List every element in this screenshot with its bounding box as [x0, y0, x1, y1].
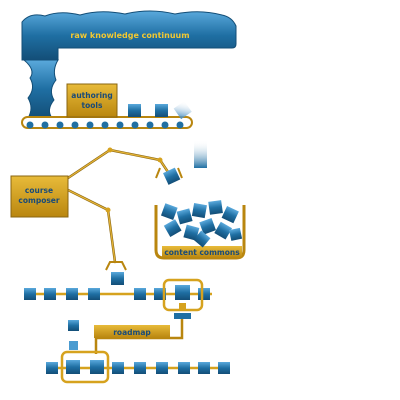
authoring-label-line2: tools	[82, 101, 103, 110]
authoring-tools-box	[66, 83, 118, 118]
content-block-falling	[194, 140, 207, 168]
authoring-label-line1: authoring	[71, 91, 112, 100]
content-block	[155, 104, 168, 117]
knowledge-pipe-label: raw knowledge continuum	[70, 31, 189, 40]
course-composer: course composer	[10, 147, 183, 285]
commons-blocks	[160, 200, 243, 248]
conveyor-rollers	[26, 121, 184, 129]
gripped-block	[111, 272, 124, 285]
content-commons: content commons	[154, 200, 246, 260]
gripped-block	[163, 167, 181, 185]
content-commons-label: content commons	[164, 248, 240, 257]
composer-label-line1: course	[25, 186, 53, 195]
content-block-falling	[173, 101, 192, 120]
content-block	[128, 104, 141, 117]
roadmap: roadmap	[68, 319, 184, 354]
knowledge-pipe: raw knowledge continuum	[21, 10, 237, 119]
focus-frame	[60, 350, 110, 384]
course-chain-upper	[24, 278, 212, 319]
course-chain-lower	[46, 350, 230, 384]
roadmap-label: roadmap	[113, 328, 151, 337]
course-composer-box	[10, 175, 69, 218]
authoring-conveyor: authoring tools	[21, 83, 207, 168]
composer-label-line2: composer	[18, 196, 59, 205]
